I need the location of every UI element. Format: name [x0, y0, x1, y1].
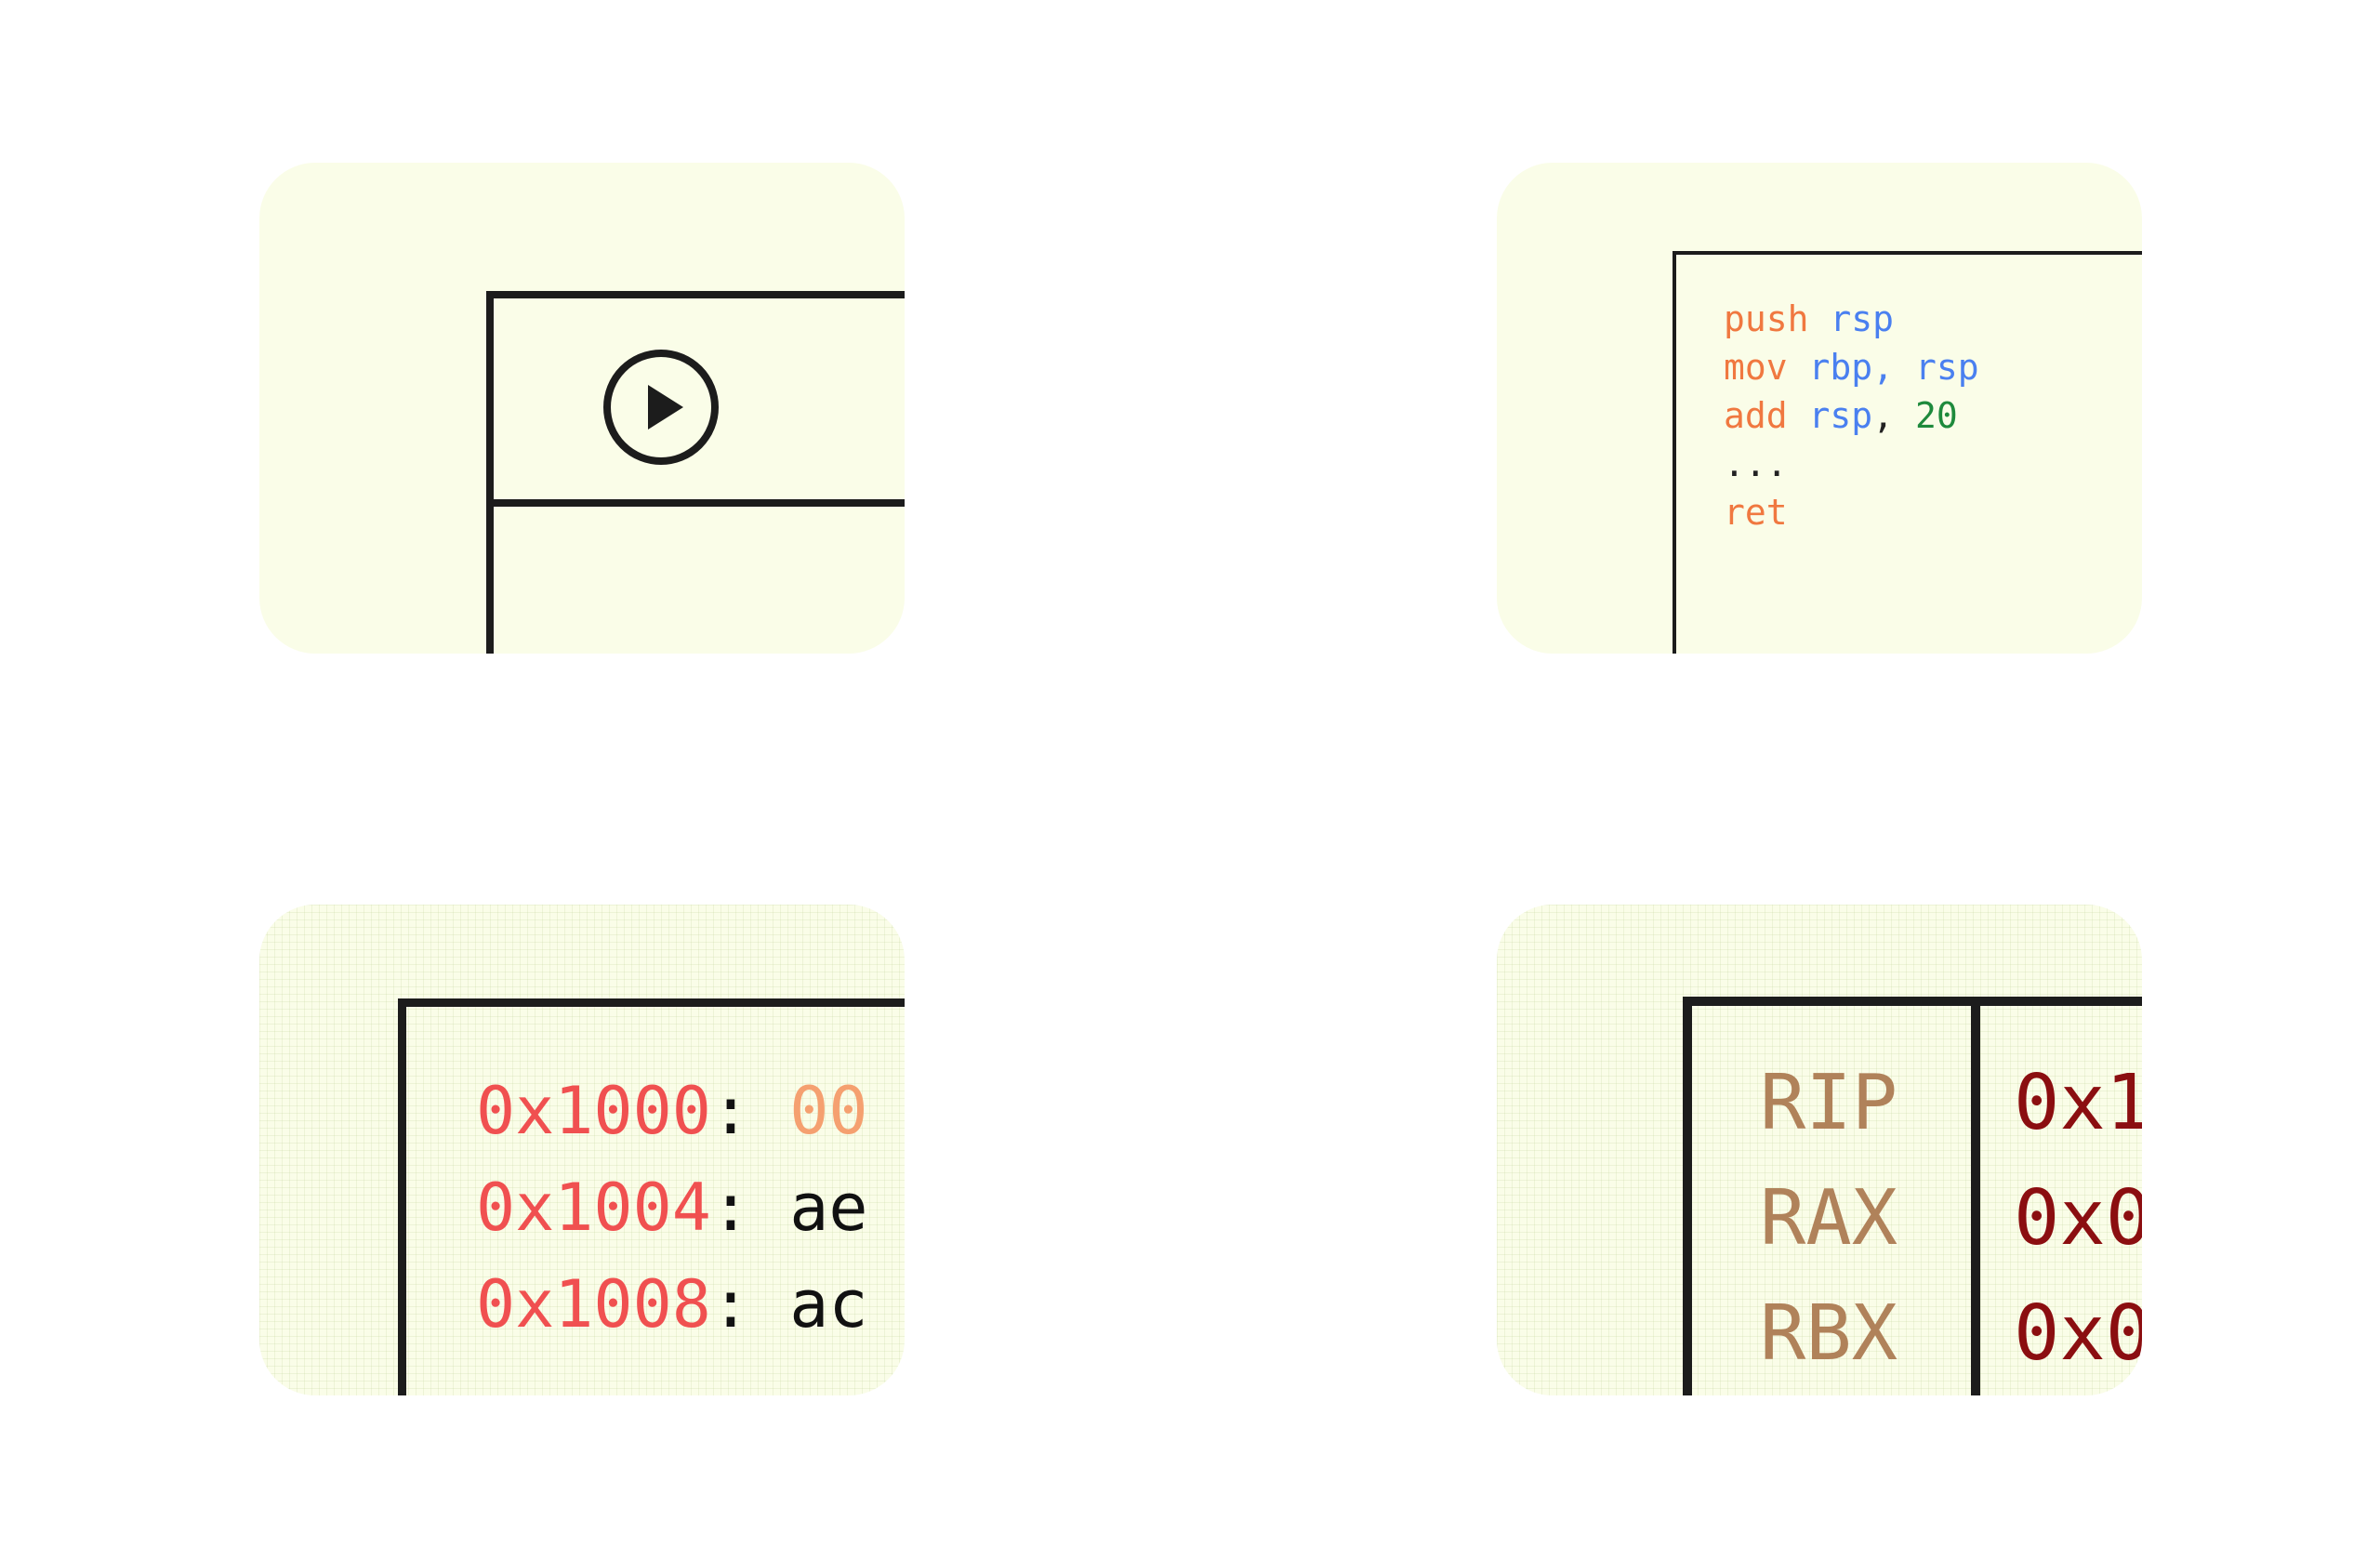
player-card — [259, 163, 905, 654]
player-window — [486, 291, 905, 654]
register-value: 0x0 — [2014, 1289, 2142, 1378]
code-op: add — [1724, 395, 1788, 436]
play-circle-icon[interactable] — [602, 348, 721, 467]
code-line: add rsp, 20 — [1724, 395, 1958, 436]
code-num: 20 — [1914, 395, 1958, 436]
registers-table — [1683, 997, 2142, 1395]
code-ellipsis: ... — [1724, 443, 1788, 484]
code-window — [1673, 251, 2142, 654]
code-op: ret — [1724, 492, 1788, 533]
register-value: 0x1 — [2014, 1059, 2142, 1147]
register-name: RAX — [1760, 1174, 1898, 1263]
memory-card: 0x1000: 00 0x1004: ae 0x1008: ac — [259, 905, 905, 1395]
memory-row: 0x1000: 00 — [476, 1073, 867, 1149]
code-reg: rsp — [1830, 298, 1895, 339]
player-window-divider — [494, 499, 905, 507]
register-values: 0x1 0x0 0x0 — [2014, 1046, 2142, 1392]
memory-window — [398, 998, 905, 1395]
register-names: RIP RAX RBX — [1760, 1046, 1897, 1392]
memory-row: 0x1008: ac — [476, 1266, 867, 1342]
register-value: 0x0 — [2014, 1174, 2142, 1263]
registers-column-divider — [1971, 1006, 1980, 1395]
code-op: mov — [1724, 347, 1788, 388]
code-op: push — [1724, 298, 1809, 339]
code-reg: rbp — [1808, 347, 1873, 388]
memory-address: 0x1000 — [476, 1073, 711, 1149]
assembly-code: push rsp mov rbp, rsp add rsp, 20 ... re… — [1724, 295, 1979, 536]
memory-value: ae — [789, 1170, 868, 1246]
code-line: push rsp — [1724, 298, 1894, 339]
memory-row: 0x1004: ae — [476, 1170, 867, 1246]
registers-card: RIP RAX RBX 0x1 0x0 0x0 — [1497, 905, 2142, 1395]
memory-address: 0x1008 — [476, 1266, 711, 1342]
memory-separator: : — [710, 1073, 751, 1149]
memory-address: 0x1004 — [476, 1170, 711, 1246]
memory-separator: : — [710, 1170, 751, 1246]
code-reg: rsp — [1914, 347, 1979, 388]
register-name: RBX — [1760, 1289, 1898, 1378]
memory-value: ac — [789, 1266, 868, 1342]
memory-value: 00 — [789, 1073, 868, 1149]
memory-separator: : — [710, 1266, 751, 1342]
code-line: mov rbp, rsp — [1724, 347, 1979, 388]
memory-dump: 0x1000: 00 0x1004: ae 0x1008: ac — [476, 1063, 867, 1353]
code-reg: rsp — [1808, 395, 1873, 436]
register-name: RIP — [1760, 1059, 1898, 1147]
code-card: push rsp mov rbp, rsp add rsp, 20 ... re… — [1497, 163, 2142, 654]
